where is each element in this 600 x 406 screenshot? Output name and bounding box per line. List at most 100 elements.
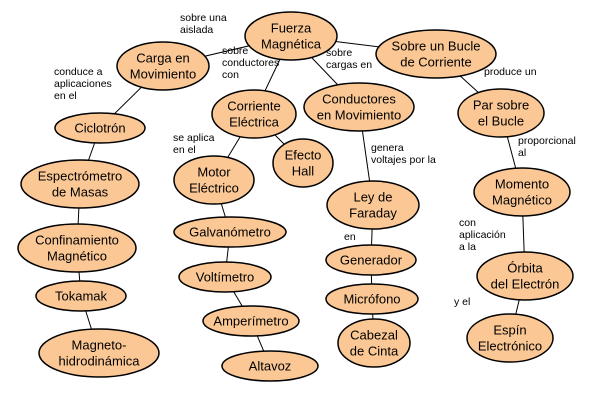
edge-label-line: cargas en: [326, 59, 372, 71]
edge-label-line: a la: [459, 241, 476, 253]
node-label-line: Hall: [292, 164, 315, 179]
node-amperimetro[interactable]: Amperímetro: [202, 305, 300, 337]
edge-label-bucle-par: produce un: [484, 66, 537, 78]
node-label-line: Amperímetro: [213, 314, 288, 329]
node-label-line: de Cinta: [350, 344, 399, 359]
node-voltimetro-shape: [178, 261, 272, 293]
node-mhd[interactable]: Magneto-hidrodinámica: [38, 328, 160, 378]
node-label-line: Faraday: [349, 206, 397, 221]
node-label-line: Momento: [495, 177, 549, 192]
node-ciclotron-label: Ciclotrón: [74, 121, 125, 136]
node-label-line: Órbita: [507, 261, 543, 276]
edge-label-line: en: [344, 231, 356, 243]
edge-label-line: al: [518, 147, 526, 159]
node-microfono[interactable]: Micrófono: [325, 283, 419, 315]
node-label-line: Magneto-: [72, 338, 127, 353]
node-momento-shape: [473, 167, 571, 217]
node-mhd-label: Magneto-hidrodinámica: [59, 338, 141, 369]
node-motor-shape: [173, 155, 255, 205]
node-faraday-shape: [326, 180, 420, 230]
node-par-shape: [457, 88, 545, 138]
node-espectrometro-shape: [20, 159, 140, 209]
node-label-line: en Movimiento: [317, 108, 402, 123]
node-label-line: Par sobre: [473, 98, 529, 113]
edge-label-line: con: [459, 217, 476, 229]
node-generador-shape: [325, 244, 417, 276]
node-altavoz-label: Altavoz: [249, 359, 292, 374]
node-conductores-shape: [303, 82, 415, 132]
node-label-line: de Corriente: [400, 55, 472, 70]
edge-label-line: aislada: [180, 24, 213, 36]
node-generador[interactable]: Generador: [325, 244, 417, 276]
node-altavoz[interactable]: Altavoz: [221, 350, 319, 382]
node-label-line: Sobre un Bucle: [392, 39, 481, 54]
node-label-line: Magnético: [47, 249, 107, 264]
node-label-line: del Electrón: [491, 277, 560, 292]
node-label-line: Generador: [340, 253, 403, 268]
node-tokamak[interactable]: Tokamak: [35, 280, 127, 312]
node-label-line: de Masas: [52, 185, 109, 200]
edge-label-line: con: [222, 69, 239, 81]
node-label-line: hidrodinámica: [59, 354, 141, 369]
node-label-line: Ciclotrón: [74, 121, 125, 136]
node-label-line: Fuerza: [271, 21, 312, 36]
node-galvanometro[interactable]: Galvanómetro: [173, 216, 287, 248]
node-generador-label: Generador: [340, 253, 403, 268]
node-label-line: Confinamiento: [35, 233, 119, 248]
node-altavoz-shape: [221, 350, 319, 382]
node-espin-shape: [466, 313, 554, 363]
edge-label-line: sobre: [222, 45, 248, 57]
node-label-line: Movimiento: [130, 67, 196, 82]
edge-label-line: y el: [454, 296, 470, 308]
node-voltimetro[interactable]: Voltímetro: [178, 261, 272, 293]
node-label-line: Electrónico: [478, 339, 542, 354]
edge-label-line: sobre una: [180, 12, 227, 24]
node-label-line: Magnética: [261, 37, 322, 52]
node-label-line: Cabezal: [350, 328, 398, 343]
node-amperimetro-label: Amperímetro: [213, 314, 288, 329]
node-galvanometro-shape: [173, 216, 287, 248]
edge-label-line: en el: [54, 90, 77, 102]
node-label-line: Corriente: [227, 99, 280, 114]
node-ciclotron[interactable]: Ciclotrón: [54, 112, 146, 144]
node-label-line: Voltímetro: [196, 270, 255, 285]
node-galvanometro-label: Galvanómetro: [189, 225, 271, 240]
node-ciclotron-shape: [54, 112, 146, 144]
edge-label-orbita-espin: y el: [454, 296, 470, 308]
edge-label-faraday-generador: en: [344, 231, 356, 243]
node-tokamak-shape: [35, 280, 127, 312]
node-label-line: Eléctrico: [189, 181, 239, 196]
node-label-line: Micrófono: [343, 292, 400, 307]
edge-label-line: proporcional: [518, 135, 576, 147]
